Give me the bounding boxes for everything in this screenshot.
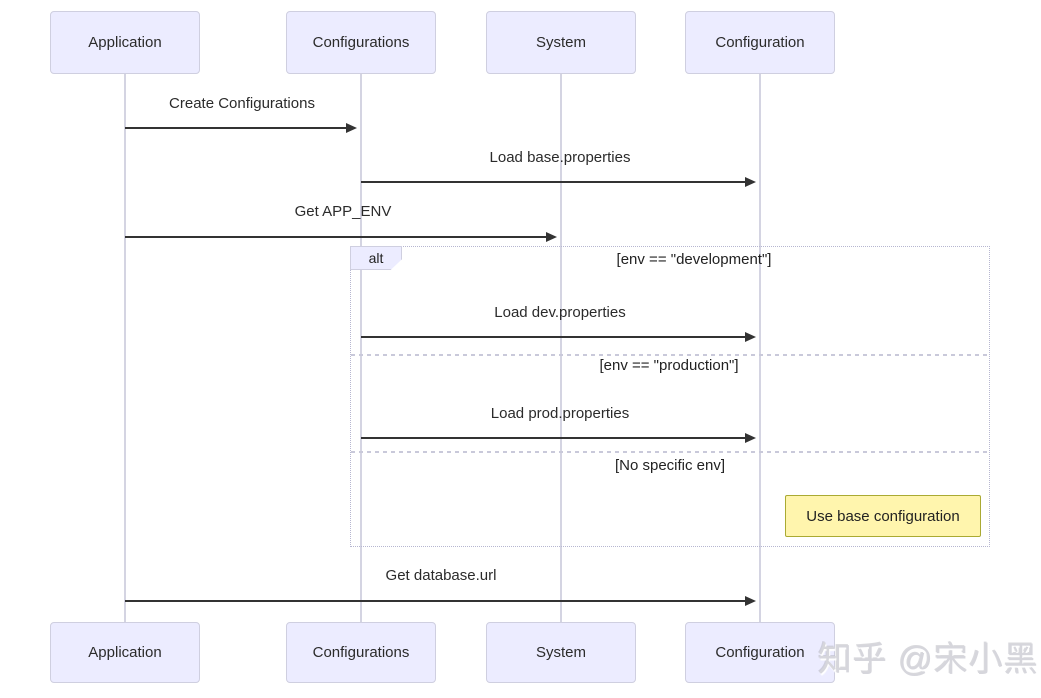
- participant-label: System: [535, 34, 586, 51]
- arrowhead-icon: [546, 232, 557, 242]
- alt-frame: [350, 246, 990, 547]
- participant-application-bottom: Application: [50, 622, 200, 683]
- alt-label-text: alt: [368, 250, 384, 266]
- message-load-prod-properties-label: Load prod.properties: [490, 405, 630, 422]
- participant-configuration-top: Configuration: [685, 11, 835, 74]
- arrowhead-icon: [346, 123, 357, 133]
- participant-system-bottom: System: [486, 622, 636, 683]
- message-get-app-env-arrow: [125, 236, 546, 238]
- message-load-dev-properties-label: Load dev.properties: [494, 304, 626, 321]
- participant-configurations-top: Configurations: [286, 11, 436, 74]
- arrowhead-icon: [745, 177, 756, 187]
- alt-condition-no-specific-env: [No specific env]: [614, 457, 726, 474]
- alt-condition-production: [env == "production"]: [599, 357, 739, 374]
- lifeline-system: [560, 74, 562, 622]
- participant-application-top: Application: [50, 11, 200, 74]
- participant-label: Configurations: [312, 644, 410, 661]
- note-text: Use base configuration: [806, 507, 960, 525]
- alt-condition-development: [env == "development"]: [616, 251, 772, 268]
- message-create-configurations-arrow: [125, 127, 347, 129]
- participant-label: Configurations: [312, 34, 410, 51]
- participant-label: Configuration: [715, 644, 805, 661]
- participant-label: System: [535, 644, 586, 661]
- note-use-base-configuration: Use base configuration: [785, 495, 981, 537]
- participant-configurations-bottom: Configurations: [286, 622, 436, 683]
- message-get-app-env-label: Get APP_ENV: [294, 203, 392, 220]
- arrowhead-icon: [745, 596, 756, 606]
- participant-system-top: System: [486, 11, 636, 74]
- alt-frame-label: alt: [350, 246, 402, 270]
- message-load-base-properties-label: Load base.properties: [489, 149, 631, 166]
- message-load-dev-properties-arrow: [361, 336, 745, 338]
- alt-divider: [351, 451, 989, 453]
- lifeline-configurations: [360, 74, 362, 622]
- lifeline-application: [124, 74, 126, 622]
- message-get-database-url-arrow: [125, 600, 745, 602]
- message-load-prod-properties-arrow: [361, 437, 745, 439]
- arrowhead-icon: [745, 433, 756, 443]
- message-create-configurations-label: Create Configurations: [169, 95, 315, 112]
- message-load-base-properties-arrow: [361, 181, 745, 183]
- alt-divider: [351, 354, 989, 356]
- participant-label: Configuration: [715, 34, 805, 51]
- message-get-database-url-label: Get database.url: [385, 567, 497, 584]
- watermark: 知乎 @宋小黑: [818, 641, 1039, 679]
- lifeline-configuration: [759, 74, 761, 622]
- participant-label: Application: [88, 34, 162, 51]
- participant-configuration-bottom: Configuration: [685, 622, 835, 683]
- participant-label: Application: [88, 644, 162, 661]
- arrowhead-icon: [745, 332, 756, 342]
